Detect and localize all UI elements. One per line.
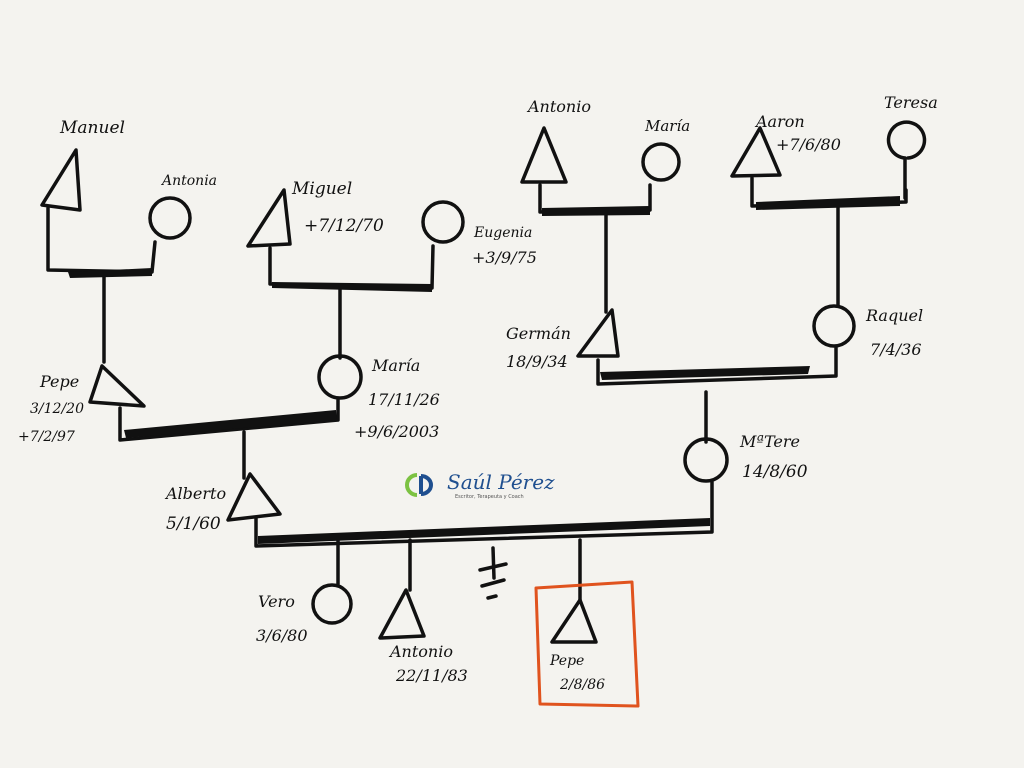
marriage-miguel-eugenia (268, 244, 435, 290)
birth-antonio-son: 22/11/83 (396, 666, 468, 685)
death-aaron: +7/6/80 (776, 135, 841, 154)
symbol-maria-mother (317, 354, 363, 400)
death-miguel: +7/12/70 (304, 216, 384, 236)
miscarriage-mark (478, 546, 508, 600)
logo: Saúl Pérez Escritor, Terapeuta y Coach (403, 470, 563, 506)
symbol-raquel (812, 304, 856, 348)
name-antonia: Antonia (162, 173, 218, 189)
symbol-pepe-father (88, 364, 146, 408)
symbol-mtere (683, 437, 729, 483)
symbol-antonio-gp (520, 126, 568, 184)
logo-mark-icon (405, 473, 433, 497)
name-miguel: Miguel (292, 179, 353, 199)
name-german: Germán (506, 324, 571, 343)
symbol-aaron (730, 126, 782, 178)
symbol-teresa (886, 120, 927, 200)
band-1 (68, 268, 152, 278)
marriage-alberto-mtere (254, 480, 714, 548)
band-6 (600, 366, 810, 380)
birth-vero: 3/6/80 (256, 626, 308, 645)
death-pepe-father: +7/2/97 (18, 429, 75, 445)
band-4 (756, 196, 900, 210)
birth-pepe-son: 2/8/86 (560, 677, 606, 693)
name-manuel: Manuel (60, 118, 125, 138)
symbol-antonio-son (378, 588, 426, 640)
name-pepe-father: Pepe (40, 372, 80, 391)
symbol-vero (311, 583, 353, 625)
name-eugenia: Eugenia (474, 225, 533, 241)
name-pepe-son: Pepe (550, 653, 585, 669)
band-5 (124, 410, 337, 438)
symbol-antonia (148, 196, 192, 240)
marriage-manuel-antonia (46, 206, 157, 274)
highlight-box (534, 580, 640, 708)
birth-raquel: 7/4/36 (870, 340, 922, 359)
name-antonio-gp: Antonio (528, 97, 591, 116)
name-raquel: Raquel (866, 306, 924, 325)
symbol-eugenia (421, 200, 465, 244)
name-mtere: MªTere (740, 432, 800, 451)
logo-tagline: Escritor, Terapeuta y Coach (455, 494, 524, 500)
birth-pepe-father: 3/12/20 (30, 401, 84, 417)
name-maria-gp: María (645, 117, 691, 135)
birth-alberto: 5/1/60 (166, 514, 221, 534)
symbol-alberto (226, 472, 282, 522)
name-vero: Vero (258, 592, 295, 611)
name-maria-mother: María (372, 356, 421, 375)
logo-name: Saúl Pérez (447, 470, 555, 494)
symbol-manuel (40, 148, 82, 212)
marriage-german-raquel (596, 346, 838, 386)
birth-maria-mother: 17/11/26 (368, 390, 440, 409)
name-teresa: Teresa (884, 93, 938, 112)
birth-mtere: 14/8/60 (742, 462, 808, 482)
birth-german: 18/9/34 (506, 352, 568, 371)
symbol-maria-gp (641, 142, 681, 182)
name-aaron: Aaron (756, 112, 805, 131)
death-eugenia: +3/9/75 (472, 248, 537, 267)
band-7 (258, 518, 710, 544)
name-alberto: Alberto (166, 484, 227, 503)
symbol-german (576, 308, 620, 358)
death-maria-mother: +9/6/2003 (354, 422, 440, 441)
marriage-pepe-maria (118, 398, 340, 442)
band-3 (542, 206, 650, 216)
band-2 (272, 282, 432, 292)
symbol-miguel (246, 188, 292, 248)
symbol-pepe-son (550, 598, 598, 644)
name-antonio-son: Antonio (390, 642, 453, 661)
